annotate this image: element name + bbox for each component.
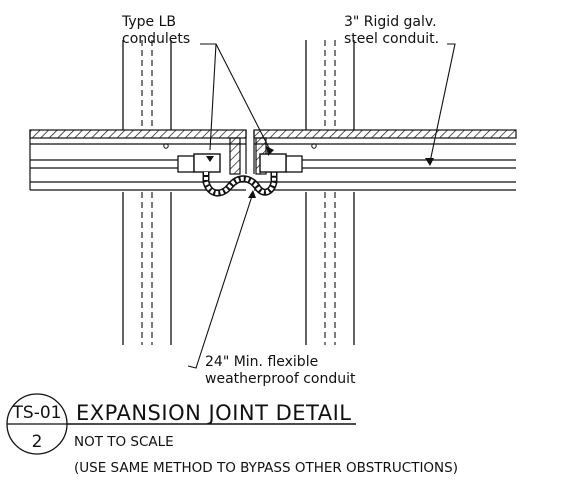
- arrow-type-lb-right: [266, 146, 274, 156]
- rigid-conduit-left: [30, 155, 195, 173]
- sheet-number: TS-01: [12, 403, 62, 423]
- deck-slab-right: [253, 129, 517, 191]
- detail-bubble: TS-01 2: [6, 393, 68, 455]
- detail-number: 2: [32, 432, 43, 452]
- detail-title: EXPANSION JOINT DETAIL: [76, 401, 352, 425]
- deck-slab-left: [29, 129, 247, 191]
- rigid-conduit-right: [285, 155, 516, 173]
- leader-lines: [187, 43, 456, 369]
- method-note: (USE SAME METHOD TO BYPASS OTHER OBSTRUC…: [74, 460, 458, 476]
- left-column: [122, 40, 172, 345]
- type-lb-label-line2: condulets: [122, 31, 190, 47]
- flex-conduit-label-line1: 24" Min. flexible: [205, 354, 318, 370]
- type-lb-label-line1: Type LB: [121, 14, 176, 30]
- anchor-dot-right: [311, 143, 317, 149]
- right-column: [305, 40, 355, 345]
- flex-conduit-label-line2: weatherproof conduit: [205, 371, 356, 387]
- arrow-rigid-conduit: [425, 158, 434, 166]
- arrow-flex-conduit: [248, 190, 256, 198]
- scale-note: NOT TO SCALE: [74, 434, 174, 450]
- flexible-conduit: [202, 172, 278, 197]
- rigid-conduit-label-line1: 3" Rigid galv.: [344, 14, 437, 30]
- rigid-conduit-label-line2: steel conduit.: [344, 31, 439, 47]
- arrow-type-lb-left: [206, 156, 214, 162]
- lb-condulet-right: [259, 153, 287, 173]
- anchor-dot-left: [163, 143, 169, 149]
